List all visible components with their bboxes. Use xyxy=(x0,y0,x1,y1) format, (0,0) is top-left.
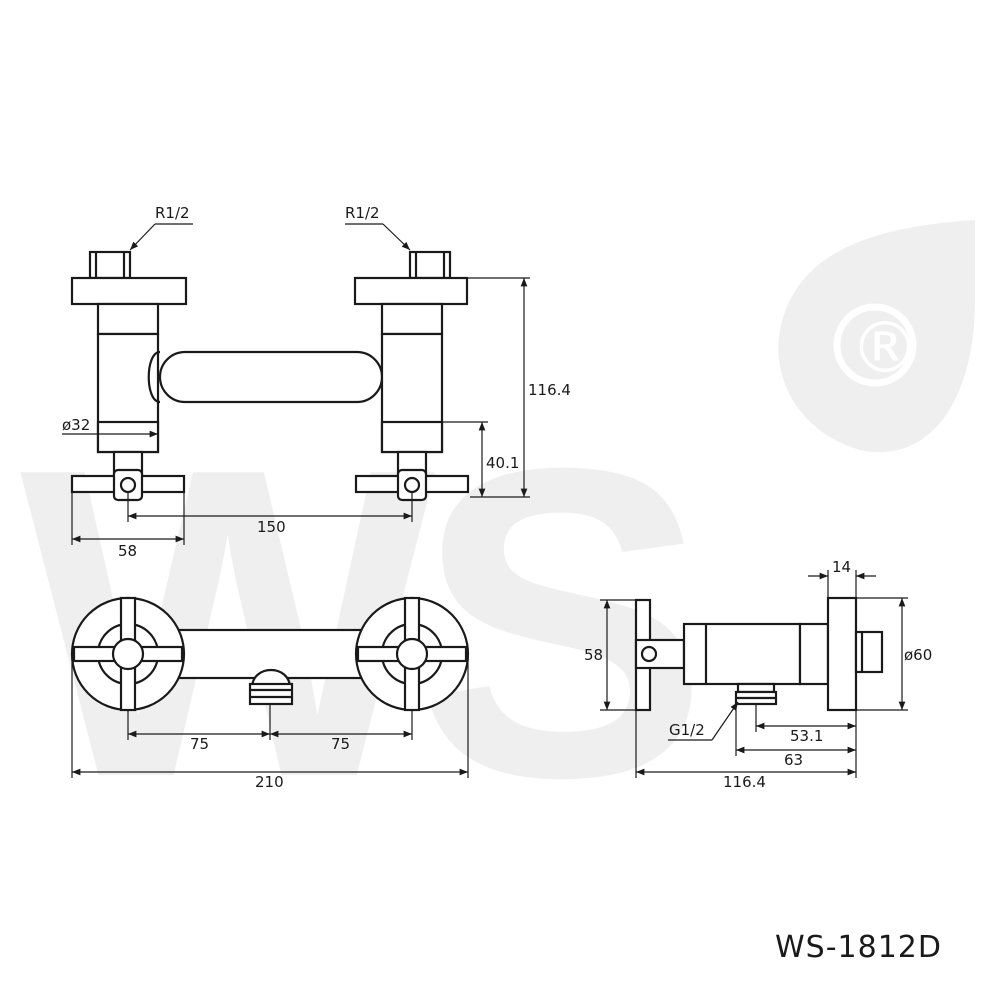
side-handle-height-dim: 58 xyxy=(584,646,603,664)
top-view: 75 75 210 xyxy=(70,596,470,791)
outlet-to-wall-dim: 53.1 xyxy=(790,727,823,745)
flange-diameter-dim: ø60 xyxy=(904,646,932,664)
flange-thickness-dim: 14 xyxy=(832,558,851,576)
total-width-dim: 210 xyxy=(255,773,284,791)
outlet-to-right-dim: 75 xyxy=(331,735,350,753)
handle-width-dim: 58 xyxy=(118,542,137,560)
height-lower-dim: 40.1 xyxy=(486,454,519,472)
registered-circle-icon xyxy=(833,303,917,387)
watermark-leaf-icon xyxy=(778,220,975,453)
side-view: 58 14 ø60 G1/2 53.1 63 116.4 xyxy=(584,558,932,791)
outlet-label: G1/2 xyxy=(669,721,705,739)
center-distance-dim: 150 xyxy=(257,518,286,536)
front-view: R1/2 R1/2 116.4 40.1 ø32 150 58 xyxy=(62,204,571,560)
diameter-dim: ø32 xyxy=(62,416,90,434)
inlet-left-label: R1/2 xyxy=(155,204,190,222)
model-number: WS-1812D xyxy=(775,930,942,965)
inlet-right-label: R1/2 xyxy=(345,204,380,222)
registered-mark: ® xyxy=(850,307,920,389)
left-to-outlet-dim: 75 xyxy=(190,735,209,753)
body-length-dim: 63 xyxy=(784,751,803,769)
height-total-dim: 116.4 xyxy=(528,381,571,399)
total-depth-dim: 116.4 xyxy=(723,773,766,791)
